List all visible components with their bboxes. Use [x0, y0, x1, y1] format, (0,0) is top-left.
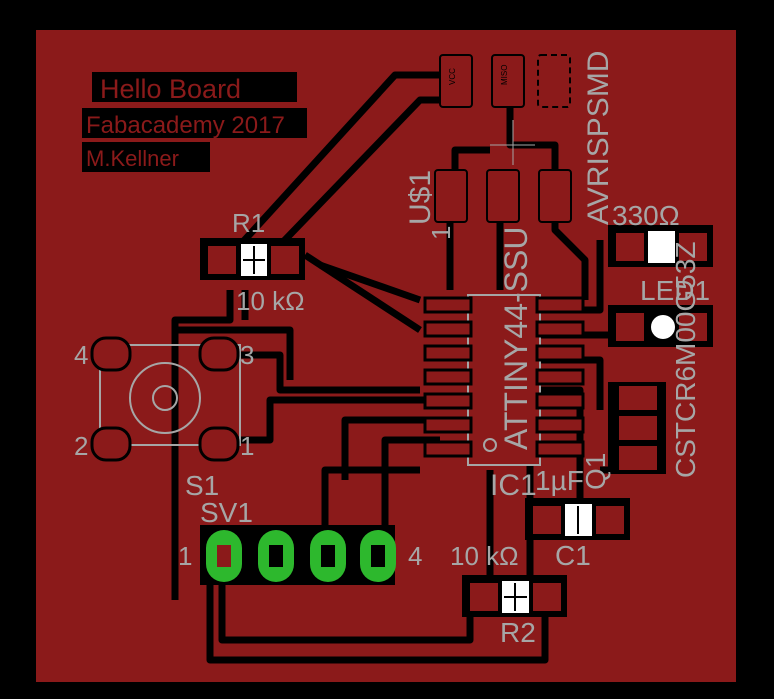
s1-pin3-label: 3: [240, 340, 254, 370]
sv1-footprint: [200, 525, 396, 585]
r1-footprint: [200, 238, 305, 280]
s1-pin1-label: 1: [240, 431, 254, 461]
q1-part-label: CSTCR6M00G53Z: [670, 241, 701, 478]
led1-footprint: [608, 305, 713, 347]
ic1-part-label: ATTINY44-SSU: [498, 227, 534, 450]
svg-text:MISO: MISO: [500, 65, 509, 85]
q1-footprint: [608, 382, 666, 474]
ic1-name-label: IC1: [490, 469, 537, 502]
svg-text:VCC: VCC: [448, 68, 457, 85]
c1-footprint: [525, 498, 630, 540]
led-res-label: 330Ω: [612, 200, 680, 231]
q1-name-label: Q1: [580, 453, 611, 490]
r1-value-label: 10 kΩ: [236, 286, 305, 316]
r2-value-label: 10 kΩ: [450, 541, 519, 571]
sv1-name-label: SV1: [200, 497, 253, 528]
c1-name-label: C1: [555, 540, 591, 571]
us1-label: U$1: [404, 170, 437, 225]
s1-pin2-label: 2: [74, 431, 88, 461]
ic1-footprint: [423, 294, 585, 466]
title-line1: Hello Board: [100, 74, 241, 104]
title-line3: M.Kellner: [86, 146, 179, 171]
s1-pin4-label: 4: [74, 340, 88, 370]
sv1-pin-first-label: 1: [178, 541, 192, 571]
title-line2: Fabacademy 2017: [86, 112, 285, 139]
led-resistor-footprint: [608, 225, 713, 267]
avr-label: AVRISPSMD: [582, 51, 615, 225]
led1-name-label: LED1: [640, 275, 710, 306]
r1-name-label: R1: [232, 208, 265, 238]
c1-value-label: 1µF: [535, 465, 584, 496]
r2-name-label: R2: [500, 617, 536, 648]
avrisp-header: VCC MISO: [434, 54, 572, 223]
us1-pin-label: 1: [426, 226, 456, 240]
title-block: [82, 72, 307, 172]
s1-footprint: [90, 336, 241, 462]
r2-footprint: [462, 575, 567, 617]
trace-isolation: [171, 71, 640, 664]
s1-name-label: S1: [185, 470, 219, 501]
sv1-pin-last-label: 4: [408, 541, 422, 571]
